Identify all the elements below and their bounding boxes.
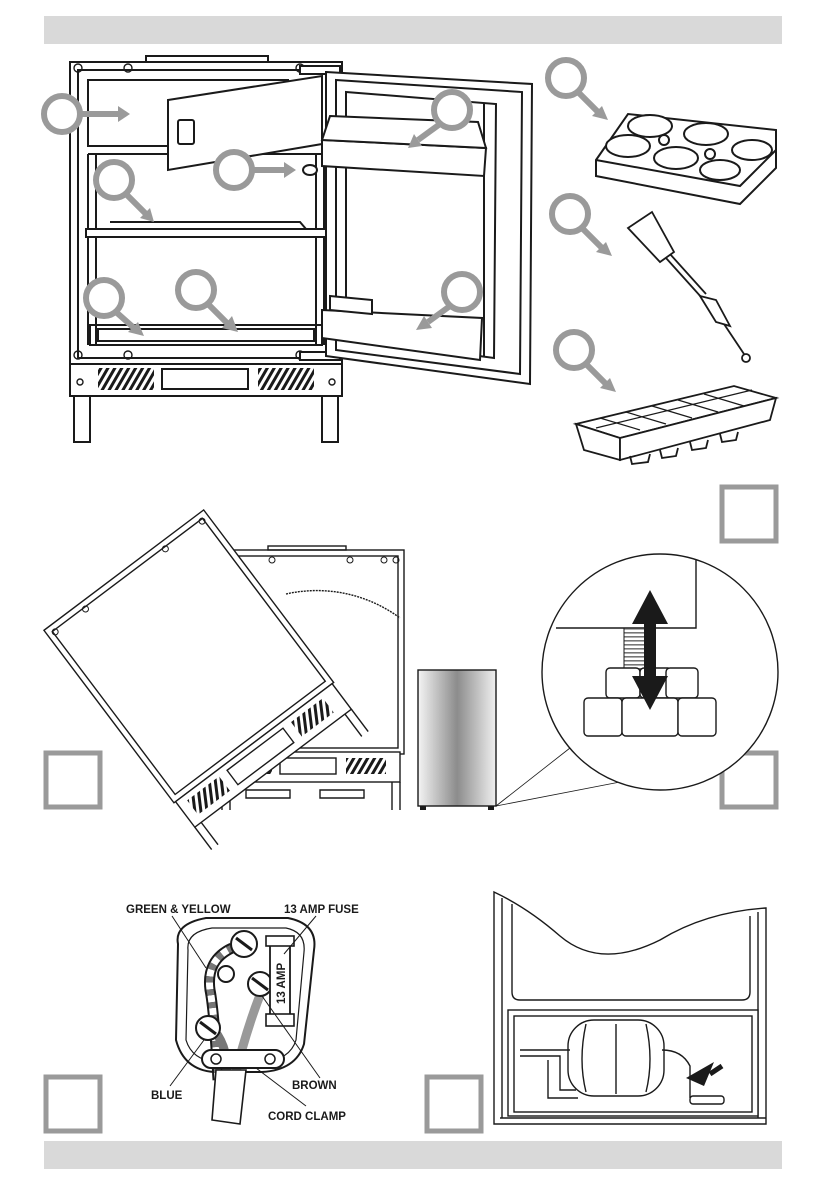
section-box-6 [427,1077,481,1131]
section-box-3 [46,753,100,807]
label-green-yellow: GREEN & YELLOW [126,904,231,916]
compressor-rear-figure [494,892,766,1124]
ice-cube-tray [576,386,776,464]
label-cord-clamp: CORD CLAMP [268,1111,346,1123]
stainless-cabinet [418,670,496,810]
section-box-2 [722,487,776,541]
fuse-marking: 13 AMP [276,963,288,1004]
plug-wiring-figure: 13 AMP GREEN & YELLOW 13 AMP FUSE BLUE B… [126,904,359,1124]
label-blue: BLUE [151,1090,183,1102]
egg-tray [596,114,776,204]
label-brown: BROWN [292,1080,337,1092]
section-box-5 [46,1077,100,1131]
ice-scoop [628,212,750,362]
label-13-amp-fuse: 13 AMP FUSE [284,904,359,916]
